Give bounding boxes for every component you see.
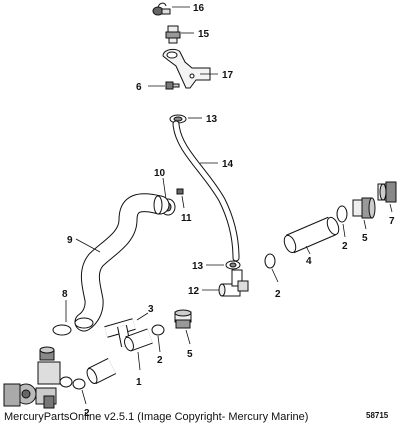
leader-3 xyxy=(136,312,149,321)
part-16-cap[interactable] xyxy=(152,2,171,16)
callout-15: 15 xyxy=(198,29,210,40)
drawing-number: 58715 xyxy=(366,411,389,420)
callout-10: 10 xyxy=(154,168,166,179)
part-5-fitting-right[interactable] xyxy=(352,197,376,219)
leader-10 xyxy=(162,177,167,200)
callout-5-right: 5 xyxy=(362,233,368,244)
callout-2-bottom: 2 xyxy=(84,408,90,419)
part-5-fitting-center[interactable] xyxy=(174,309,192,329)
callout-7: 7 xyxy=(389,216,395,227)
callout-2-right: 2 xyxy=(342,241,348,252)
leader-7 xyxy=(389,203,393,213)
leader-2-right xyxy=(342,223,346,238)
part-1-hose[interactable] xyxy=(85,328,153,385)
leader-2-bottom xyxy=(81,389,87,405)
callout-17: 17 xyxy=(222,70,234,81)
footer-copyright: MercuryPartsOnline v2.5.1 (Image Copyrig… xyxy=(4,411,309,423)
part-6-screw[interactable] xyxy=(165,81,180,90)
part-17-bracket[interactable] xyxy=(162,48,211,89)
part-9-hose[interactable] xyxy=(74,193,170,332)
callout-11: 11 xyxy=(181,213,192,224)
callout-4: 4 xyxy=(306,256,312,267)
callout-14: 14 xyxy=(222,159,234,170)
leader-5-right xyxy=(363,219,367,230)
callout-2-middle: 2 xyxy=(275,289,281,300)
leader-5-center xyxy=(185,329,191,345)
part-2-clamp-right[interactable] xyxy=(336,205,348,223)
leader-9 xyxy=(75,238,101,253)
leader-1 xyxy=(137,351,141,371)
part-14-hose[interactable] xyxy=(172,120,240,262)
part-2-clamp-center[interactable] xyxy=(151,324,165,336)
part-12-elbow[interactable] xyxy=(218,269,249,297)
part-15-fitting[interactable] xyxy=(165,25,181,44)
part-13-clamp-lower[interactable] xyxy=(225,260,241,270)
part-4-hose[interactable] xyxy=(282,216,341,254)
callout-13-top: 13 xyxy=(206,114,218,125)
pump-assembly xyxy=(3,346,73,409)
part-2-clamp-middle[interactable] xyxy=(264,253,276,269)
callout-2-center: 2 xyxy=(157,355,163,366)
callout-12: 12 xyxy=(188,286,200,297)
leader-4 xyxy=(305,245,311,255)
part-7-fitting[interactable] xyxy=(377,181,397,203)
callout-8: 8 xyxy=(62,289,68,300)
part-2-clamp-bottom[interactable] xyxy=(72,378,86,390)
callout-3: 3 xyxy=(148,304,154,315)
part-8-clamp[interactable] xyxy=(52,324,72,336)
leader-2-center xyxy=(157,335,161,353)
part-11-clip[interactable] xyxy=(176,188,184,195)
callout-13-lower: 13 xyxy=(192,261,204,272)
leader-2-middle xyxy=(271,268,279,283)
callout-1: 1 xyxy=(136,377,142,388)
callout-6: 6 xyxy=(136,82,142,93)
leader-11 xyxy=(181,195,185,209)
callout-5-center: 5 xyxy=(187,349,193,360)
callout-16: 16 xyxy=(193,3,205,14)
part-13-clamp-top[interactable] xyxy=(169,114,187,124)
callout-9: 9 xyxy=(67,235,73,246)
